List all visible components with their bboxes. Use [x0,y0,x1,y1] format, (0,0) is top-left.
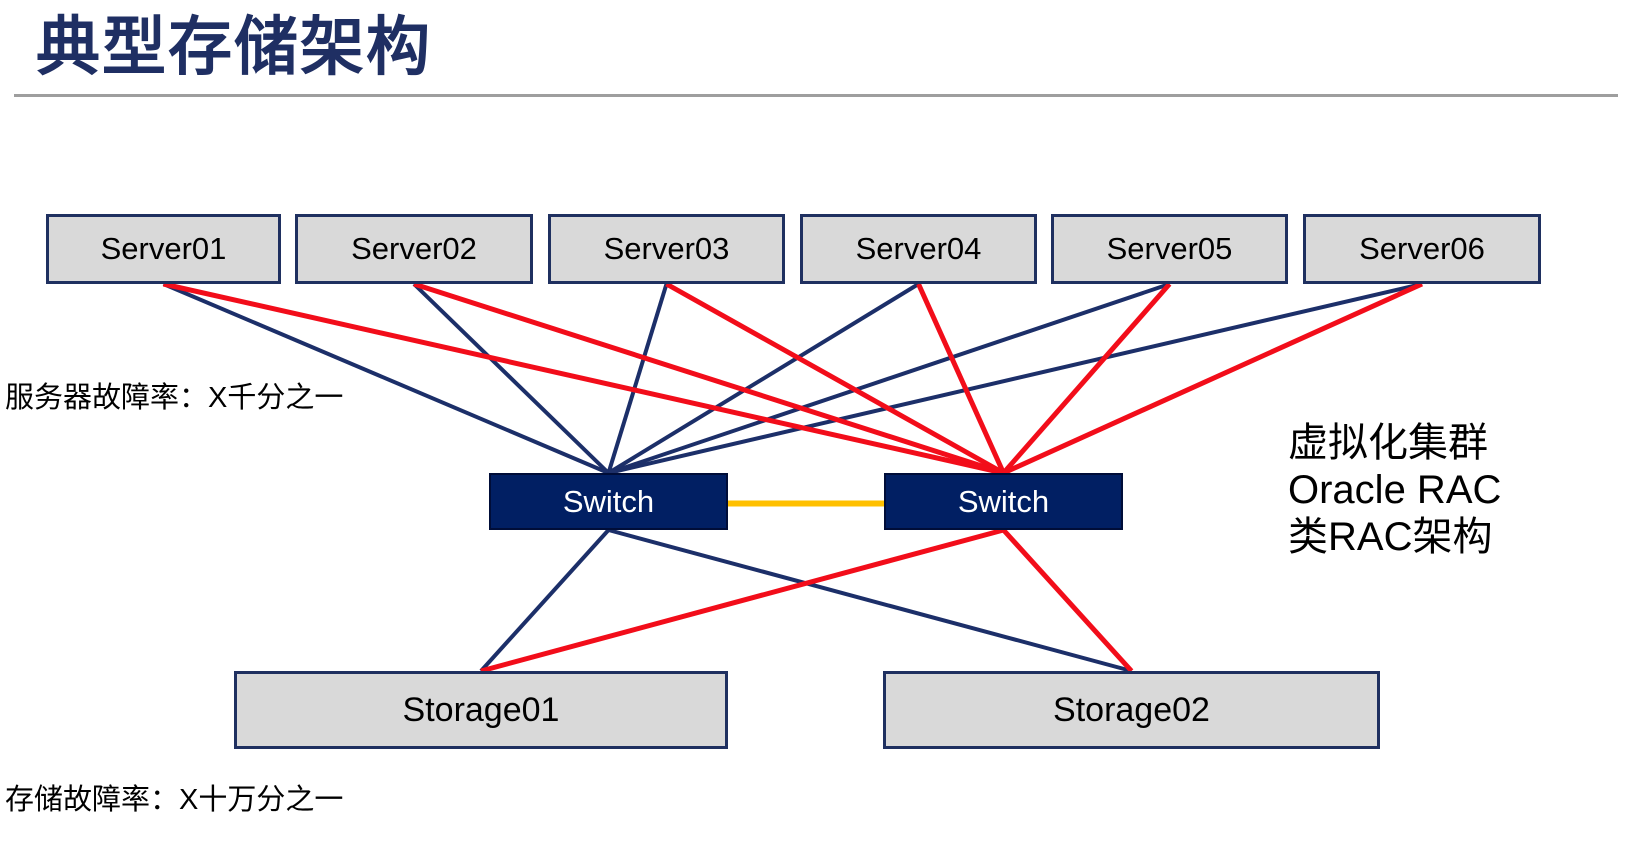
note-line-oracle-rac: Oracle RAC [1288,468,1502,512]
server-label: Server03 [603,231,730,266]
server-label: Server05 [1106,231,1233,266]
server-label: Server04 [855,231,982,266]
note-line-virtualization: 虚拟化集群 [1288,421,1488,465]
server-label: Server01 [100,231,227,266]
link-server05-switch2 [1001,282,1172,475]
link-server03-switch1 [606,283,669,474]
node-storage02: Storage02 [883,671,1380,749]
page-title: 典型存储架构 [36,11,432,83]
node-server03: Server03 [548,214,785,284]
node-switch1: Switch [489,473,728,530]
note-line-rac-like: 类RAC架构 [1288,515,1493,559]
node-server02: Server02 [295,214,533,284]
link-server05-switch1 [607,282,1171,475]
link-server04-switch1 [607,282,920,475]
server-label: Server06 [1359,231,1485,266]
link-switch1-storage02 [607,528,1133,673]
link-server02-switch2 [413,281,1005,476]
link-server03-switch2 [665,281,1005,476]
link-server04-switch2 [916,282,1006,475]
server-label: Server02 [351,231,477,266]
title-divider [14,94,1618,97]
link-switch1-storage01 [479,528,610,673]
switch-label: Switch [957,483,1050,519]
node-switch2: Switch [884,473,1123,530]
link-switch2-storage02 [1001,528,1134,673]
storage-label: Storage01 [402,690,560,729]
link-switch2-storage01 [480,527,1005,674]
node-server06: Server06 [1303,214,1541,284]
storage-label: Storage02 [1053,690,1210,729]
server-failure-rate-label: 服务器故障率：X千分之一 [5,382,344,414]
node-server05: Server05 [1051,214,1288,284]
storage-failure-rate-label: 存储故障率：X十万分之一 [5,784,344,816]
switch-label: Switch [562,483,655,519]
link-server02-switch1 [412,282,610,475]
node-storage01: Storage01 [234,671,728,749]
architecture-note: 虚拟化集群 Oracle RAC 类RAC架构 [1288,420,1501,561]
node-server04: Server04 [800,214,1037,284]
node-server01: Server01 [46,214,281,284]
